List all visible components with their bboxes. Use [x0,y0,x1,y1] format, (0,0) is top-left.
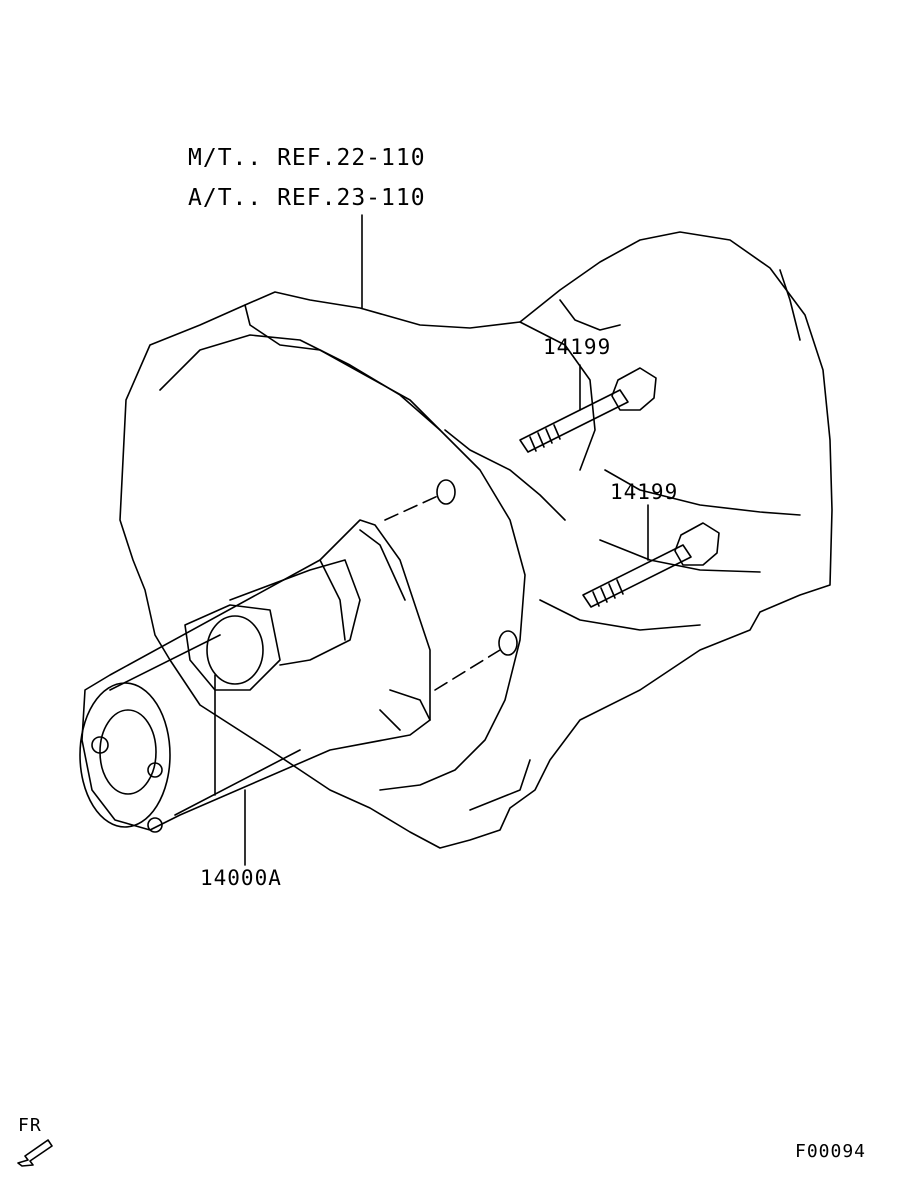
bell-housing-rim [244,304,596,521]
front-arrow-icon [17,1139,53,1167]
starter-part-label: 14000A [200,866,282,890]
lower-bolt-part-label: 14199 [610,480,679,504]
upper-bolt-hole [436,479,456,505]
lower-bolt [582,504,720,608]
ref-mt-label: M/T.. REF.22-110 [188,145,426,171]
housing-ribs [469,269,801,811]
upper-alignment-dashline [384,494,441,521]
ref-at-label: A/T.. REF.23-110 [188,185,426,211]
figure-code: F00094 [795,1141,867,1162]
front-marker-label: FR [18,1115,42,1136]
upper-bolt-part-label: 14199 [543,335,612,359]
lower-alignment-dashline [434,649,501,691]
transmission-housing [119,231,833,849]
starter-motor [79,519,431,833]
lower-bolt-hole [498,630,518,656]
upper-bolt [519,364,657,453]
bell-housing-flange [159,334,526,791]
